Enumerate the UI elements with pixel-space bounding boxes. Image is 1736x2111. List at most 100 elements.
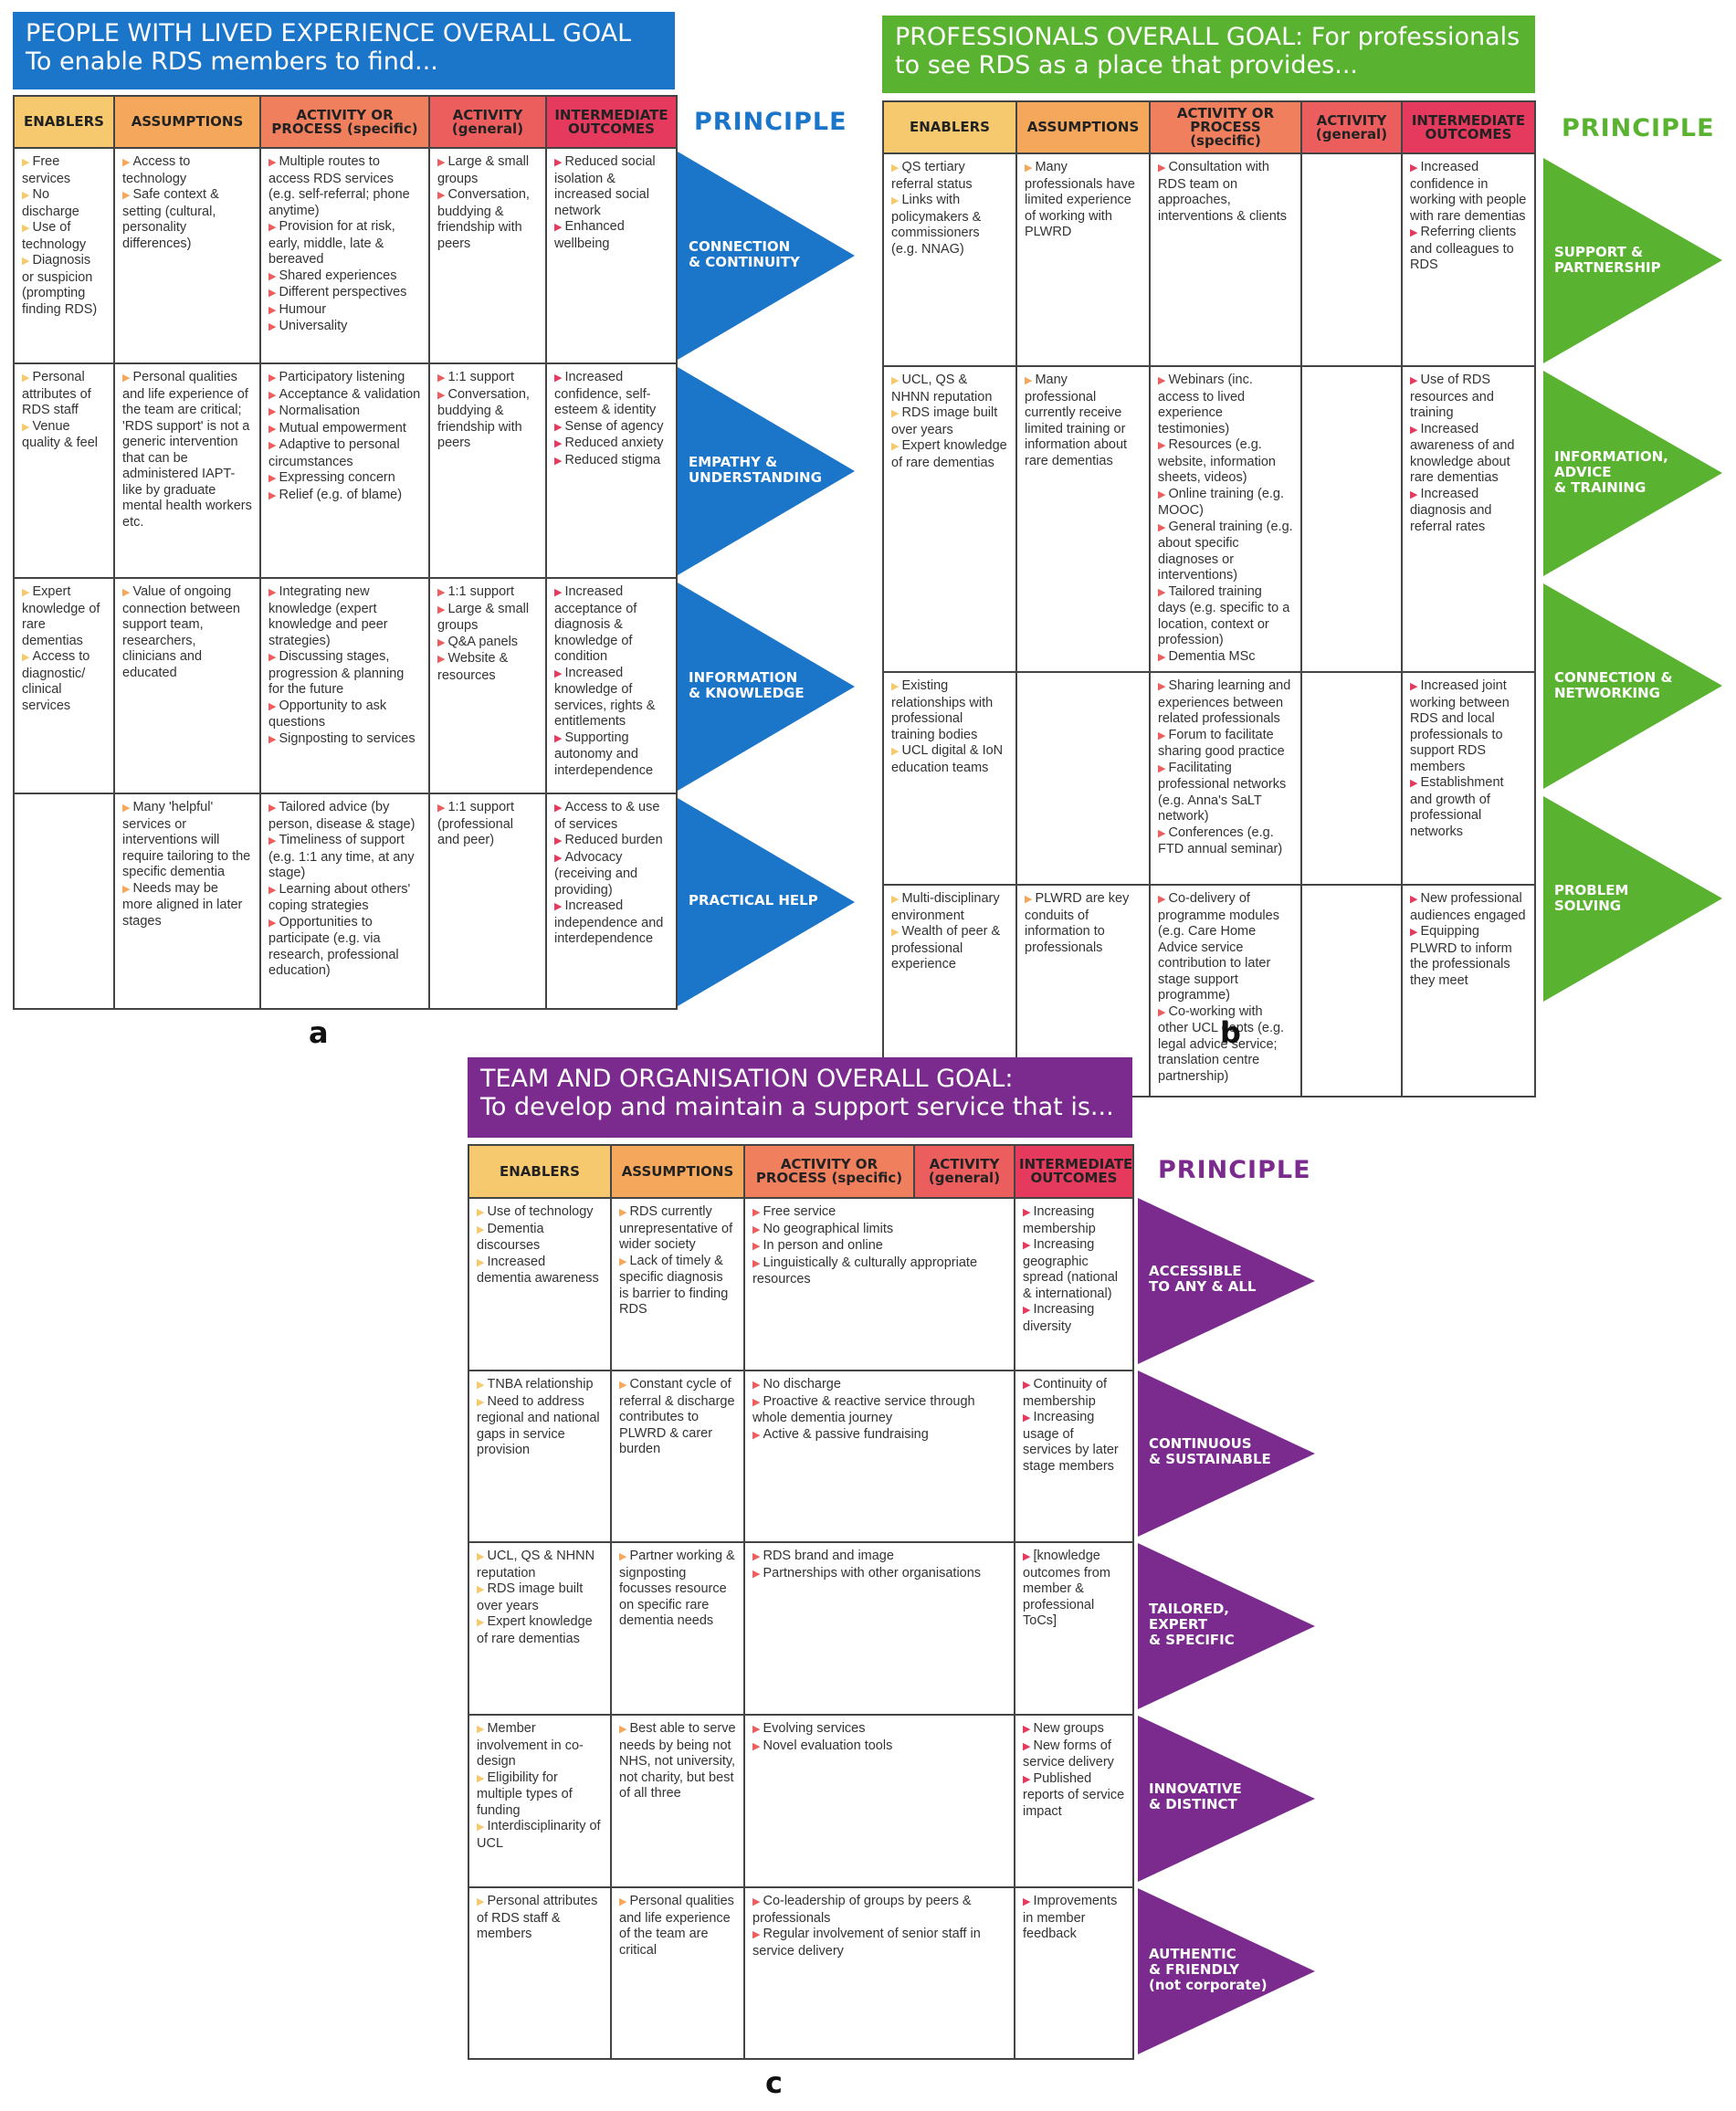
triangle-bullet-icon: ▶ [619,1255,627,1267]
list-item: ▶Access to diagnostic/ clinical services [22,649,106,714]
triangle-bullet-icon: ▶ [437,389,446,401]
item-text: No geographical limits [763,1221,894,1236]
list-item: ▶Linguistically & culturally appropriate… [752,1255,1006,1288]
item-text: Mutual empowerment [279,420,406,436]
triangle-bullet-icon: ▶ [22,421,30,433]
item-text: Advocacy (receiving and providing) [554,849,638,898]
panel-b-principle-heading: PRINCIPLE [1562,114,1715,142]
list-item: ▶Consultation with RDS team on approache… [1158,160,1293,225]
item-text: Expressing concern [279,470,395,485]
list-item: ▶Increased independence and interdepende… [554,898,668,948]
item-text: Opportunity to ask questions [268,698,387,730]
panel-c-goal: TEAM AND ORGANISATION OVERALL GOAL: To d… [468,1057,1132,1138]
panel-c-table: ENABLERS ASSUMPTIONS ACTIVITY OR PROCESS… [468,1144,1134,2060]
table-row: ▶Member involvement in co-design▶Eligibi… [468,1714,1134,1888]
cell-activity-specific: ▶Integrating new knowledge (expert knowl… [259,577,430,794]
triangle-bullet-icon: ▶ [891,163,900,173]
list-item: ▶Personal qualities and life experience … [122,370,252,530]
panel-a-table: ENABLERS ASSUMPTIONS ACTIVITY OR PROCESS… [13,95,678,1010]
triangle-bullet-icon: ▶ [268,222,277,233]
item-text: Co-working with other UCL depts (e.g. le… [1158,1003,1285,1084]
triangle-bullet-icon: ▶ [1410,488,1418,500]
triangle-bullet-icon: ▶ [554,803,563,814]
item-text: Resources (e.g. website, information she… [1158,437,1276,485]
triangle-bullet-icon: ▶ [1023,1240,1031,1251]
item-text: Increased joint working between RDS and … [1410,678,1510,774]
panel-a-principle-arrow-2: EMPATHY & UNDERSTANDING [678,367,855,575]
cell-activity-general: ▶1:1 support (professional and peer) [428,793,547,1010]
triangle-bullet-icon: ▶ [477,1584,485,1595]
triangle-bullet-icon: ▶ [22,652,30,663]
item-text: Learning about others' coping strategies [268,881,411,914]
panel-c-principle-heading: PRINCIPLE [1158,1156,1311,1184]
item-text: Best able to serve needs by being not NH… [619,1721,736,1801]
triangle-bullet-icon: ▶ [477,1772,485,1784]
list-item: ▶Signposting to services [268,731,421,749]
cell-assumptions: ▶RDS currently unrepresentative of wider… [610,1197,745,1371]
item-text: [knowledge outcomes from member & profes… [1023,1549,1110,1628]
triangle-bullet-icon: ▶ [1023,1305,1031,1316]
triangle-bullet-icon: ▶ [268,803,277,814]
triangle-bullet-icon: ▶ [268,652,277,663]
cell-activity-specific: ▶Consultation with RDS team on approache… [1149,152,1302,367]
list-item: ▶RDS image built over years [477,1581,603,1614]
item-text: Supporting autonomy and interdependence [554,730,654,778]
item-text: Provision for at risk, early, middle, la… [268,219,395,267]
list-item: ▶Relief (e.g. of blame) [268,488,421,505]
item-text: RDS image built over years [891,405,998,437]
item-text: Increased independence and interdependen… [554,898,664,946]
cell-enablers: ▶Member involvement in co-design▶Eligibi… [468,1714,612,1888]
list-item: ▶Tailored advice (by person, disease & s… [268,800,421,833]
cell-activity-specific: ▶RDS brand and image▶Partnerships with o… [743,1541,1015,1716]
item-text: Access to diagnostic/ clinical services [22,649,90,713]
list-item: ▶Increased joint working between RDS and… [1410,678,1527,775]
list-item: ▶Many professional currently receive lim… [1025,373,1142,469]
cell-assumptions: ▶Access to technology▶Safe context & set… [113,147,261,364]
cell-outcomes: ▶New groups▶New forms of service deliver… [1014,1714,1134,1888]
header-enablers: ENABLERS [882,100,1017,154]
item-text: Different perspectives [279,285,407,299]
list-item: ▶Shared experiences [268,268,421,286]
list-item: ▶New forms of service delivery [1023,1738,1125,1771]
item-text: Personal attributes of RDS staff & membe… [477,1894,598,1941]
list-item: ▶Needs may be more aligned in later stag… [122,881,252,930]
item-text: Tailored training days (e.g. specific to… [1158,583,1290,648]
triangle-bullet-icon: ▶ [22,223,30,234]
cell-enablers: ▶Personal attributes of RDS staff & memb… [468,1886,612,2060]
item-text: Member involvement in co-design [477,1721,584,1769]
item-text: Novel evaluation tools [763,1738,893,1753]
triangle-bullet-icon: ▶ [752,1568,761,1580]
table-row: ▶Free services▶No discharge▶Use of techn… [13,147,678,364]
panel-a-letter: a [309,1015,329,1050]
triangle-bullet-icon: ▶ [752,1551,761,1562]
triangle-bullet-icon: ▶ [268,373,277,383]
panel-a-principle-arrow-1: CONNECTION & CONTINUITY [678,152,855,360]
item-text: Sharing learning and experiences between… [1158,678,1291,726]
list-item: ▶Advocacy (receiving and providing) [554,850,668,899]
item-text: Humour [279,301,327,317]
cell-enablers: ▶Free services▶No discharge▶Use of techn… [13,147,115,364]
header-assumptions: ASSUMPTIONS [113,95,261,149]
item-text: Access to technology [122,154,191,186]
cell-outcomes: ▶Use of RDS resources and training▶Incre… [1401,365,1536,673]
triangle-bullet-icon: ▶ [1023,1724,1031,1735]
item-text: Conferences (e.g. FTD annual seminar) [1158,824,1283,857]
item-text: Existing relationships with professional… [891,678,994,742]
triangle-bullet-icon: ▶ [1158,762,1166,774]
item-text: QS tertiary referral status [891,160,973,192]
list-item: ▶Equipping PLWRD to inform the professio… [1410,924,1527,989]
triangle-bullet-icon: ▶ [477,1396,485,1408]
list-item: ▶Establishment and growth of professiona… [1410,775,1527,840]
list-item: ▶Constant cycle of referral & discharge … [619,1377,736,1458]
item-text: Opportunities to participate (e.g. via r… [268,914,399,979]
list-item: ▶1:1 support (professional and peer) [437,800,538,849]
list-item: ▶PLWRD are key conduits of information t… [1025,891,1142,956]
panel-b-table: ENABLERS ASSUMPTIONS ACTIVITY OR PROCESS… [882,100,1536,1098]
list-item: ▶Increased confidence, self-esteem & ide… [554,370,668,419]
table-row: ▶Personal attributes of RDS staff▶Venue … [13,362,678,579]
item-text: PLWRD are key conduits of information to… [1025,891,1130,955]
item-text: Webinars (inc. access to lived experienc… [1158,373,1253,436]
item-text: Increasing diversity [1023,1302,1095,1334]
cell-enablers: ▶TNBA relationship▶Need to address regio… [468,1370,612,1543]
header-assumptions: ASSUMPTIONS [1015,100,1151,154]
